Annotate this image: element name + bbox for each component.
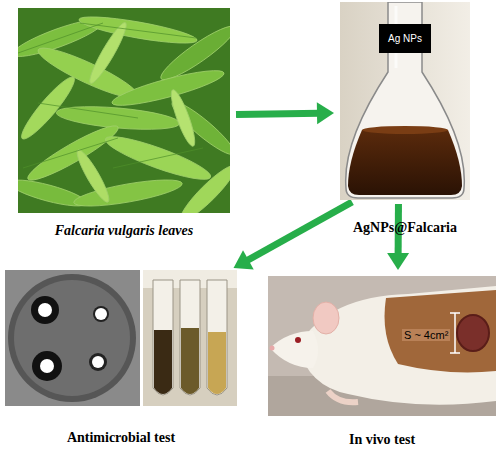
flow-arrow	[234, 202, 353, 269]
rat-photo	[268, 276, 496, 416]
panel-caption: Falcaria vulgaris leaves	[55, 223, 193, 239]
arrow-head	[317, 102, 334, 124]
flow-arrow	[236, 102, 334, 124]
arrow-shaft	[236, 113, 320, 114]
photo-panel: In vivo test	[268, 276, 496, 416]
photo-panel: Antimicrobial test	[5, 270, 237, 406]
sample-label: Ag NPs	[379, 24, 431, 53]
panel-caption: AgNPs@Falcaria	[353, 220, 457, 236]
leaves-photo	[18, 8, 230, 213]
arrow-shaft	[246, 202, 352, 261]
flow-arrow	[387, 204, 409, 270]
photo-panel: Falcaria vulgaris leaves	[18, 8, 230, 213]
panel-caption: Antimicrobial test	[67, 430, 175, 446]
area-label: S ~ 4cm²	[402, 329, 450, 341]
arrow-head	[234, 250, 254, 269]
antimicrobial-photos	[5, 270, 237, 406]
arrow-head	[387, 253, 409, 270]
panel-caption: In vivo test	[349, 432, 415, 448]
